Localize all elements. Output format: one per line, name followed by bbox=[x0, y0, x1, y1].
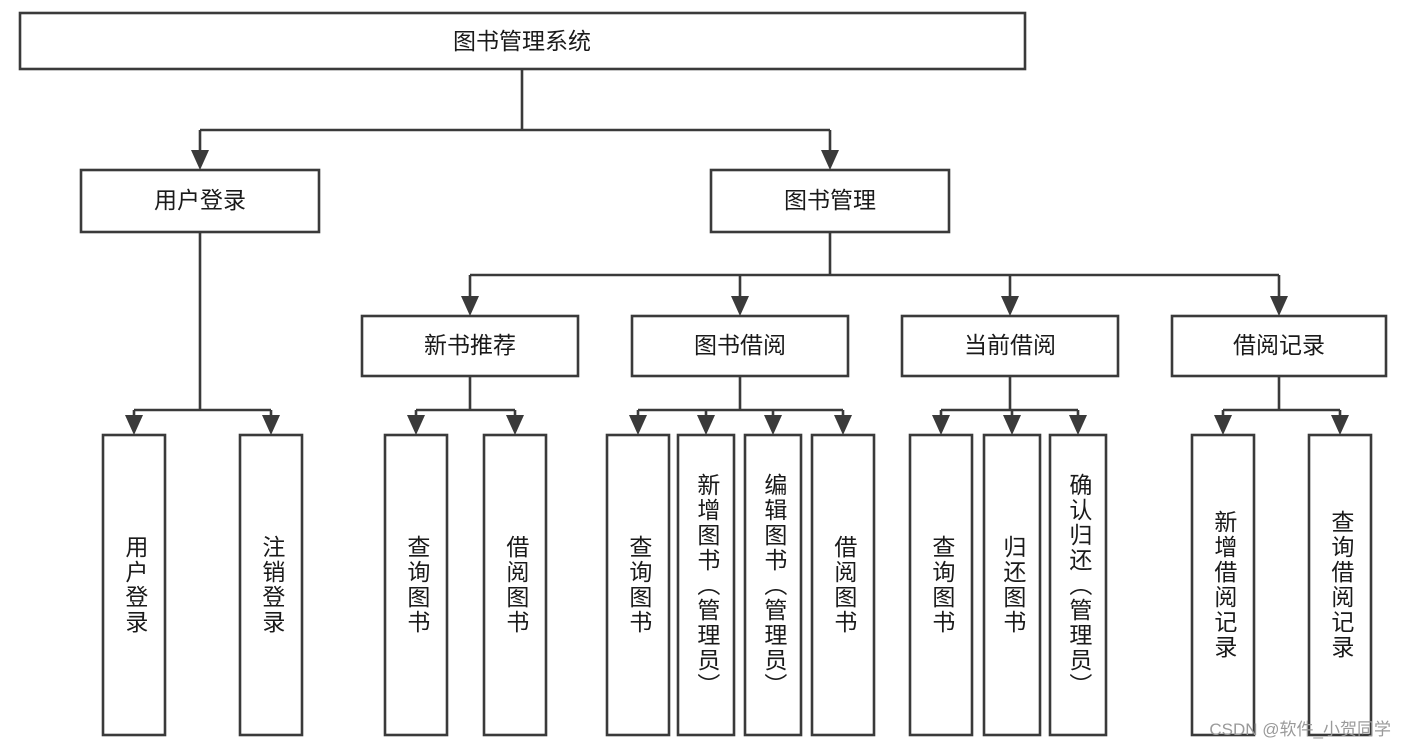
connector-userlogin-to-leaves bbox=[132, 232, 273, 423]
connector-borrowrecord-to-leaves bbox=[1221, 376, 1342, 423]
connector-newbook-to-leaves bbox=[414, 376, 517, 423]
node-root-label: 图书管理系统 bbox=[453, 28, 591, 54]
arrow-head-book-borrow bbox=[731, 296, 749, 316]
node-new-book-rec-box[interactable] bbox=[360, 314, 580, 378]
connector-layer bbox=[125, 69, 1349, 435]
leaf-borrow-book-1-box[interactable] bbox=[482, 433, 548, 737]
leaf-query-book-2-box[interactable] bbox=[605, 433, 671, 737]
leaf-node-layer bbox=[101, 433, 1373, 737]
node-borrow-record-box[interactable] bbox=[1170, 314, 1388, 378]
arrow-head-leaf-return-book bbox=[1003, 415, 1021, 435]
leaf-logout-box[interactable] bbox=[238, 433, 304, 737]
arrow-head-leaf-query-book-3 bbox=[932, 415, 950, 435]
leaf-query-record-box[interactable] bbox=[1307, 433, 1373, 737]
leaf-return-book-box[interactable] bbox=[982, 433, 1042, 737]
node-user-login-label: 用户登录 bbox=[154, 187, 246, 213]
arrow-head-leaf-logout bbox=[262, 415, 280, 435]
node-user-login-box[interactable] bbox=[79, 168, 321, 234]
arrow-head-leaf-query-record bbox=[1331, 415, 1349, 435]
node-current-borrow-label: 当前借阅 bbox=[964, 332, 1056, 358]
leaf-confirm-return-box[interactable] bbox=[1048, 433, 1108, 737]
node-new-book-rec-label: 新书推荐 bbox=[424, 332, 516, 358]
arrow-head-book-manage bbox=[821, 150, 839, 170]
leaf-add-book-box[interactable] bbox=[676, 433, 736, 737]
node-book-borrow-box[interactable] bbox=[630, 314, 850, 378]
node-book-manage-box[interactable] bbox=[709, 168, 951, 234]
arrow-head-current-borrow bbox=[1001, 296, 1019, 316]
leaf-user-login-box[interactable] bbox=[101, 433, 167, 737]
node-current-borrow[interactable]: 当前借阅 bbox=[900, 314, 1120, 378]
arrow-head-leaf-borrow-book-1 bbox=[506, 415, 524, 435]
connector-bookmanage-to-level3 bbox=[468, 232, 1281, 303]
node-borrow-record-label: 借阅记录 bbox=[1233, 332, 1325, 358]
node-book-borrow[interactable]: 图书借阅 bbox=[630, 314, 850, 378]
node-root[interactable]: 图书管理系统 bbox=[18, 11, 1027, 71]
arrow-head-user-login bbox=[191, 150, 209, 170]
leaf-query-book-1-box[interactable] bbox=[383, 433, 449, 737]
arrow-head-leaf-edit-book bbox=[764, 415, 782, 435]
arrow-head-leaf-query-book-2 bbox=[629, 415, 647, 435]
connector-root-to-level2 bbox=[198, 69, 832, 158]
node-current-borrow-box[interactable] bbox=[900, 314, 1120, 378]
node-root-box[interactable] bbox=[18, 11, 1027, 71]
arrow-head-leaf-user-login bbox=[125, 415, 143, 435]
arrow-head-new-book-rec bbox=[461, 296, 479, 316]
node-book-borrow-label: 图书借阅 bbox=[694, 332, 786, 358]
arrow-head-leaf-add-book bbox=[697, 415, 715, 435]
node-new-book-rec[interactable]: 新书推荐 bbox=[360, 314, 580, 378]
arrow-head-leaf-add-record bbox=[1214, 415, 1232, 435]
arrow-head-leaf-query-book-1 bbox=[407, 415, 425, 435]
arrow-head-leaf-borrow-book-2 bbox=[834, 415, 852, 435]
node-book-manage-label: 图书管理 bbox=[784, 187, 876, 213]
leaf-edit-book-box[interactable] bbox=[743, 433, 803, 737]
node-borrow-record[interactable]: 借阅记录 bbox=[1170, 314, 1388, 378]
node-book-manage[interactable]: 图书管理 bbox=[709, 168, 951, 234]
leaf-borrow-book-2-box[interactable] bbox=[810, 433, 876, 737]
arrow-head-leaf-confirm-return bbox=[1069, 415, 1087, 435]
node-user-login[interactable]: 用户登录 bbox=[79, 168, 321, 234]
connector-bookborrow-to-leaves bbox=[636, 376, 845, 423]
leaf-query-book-3-box[interactable] bbox=[908, 433, 974, 737]
leaf-add-record-box[interactable] bbox=[1190, 433, 1256, 737]
arrow-head-borrow-record bbox=[1270, 296, 1288, 316]
